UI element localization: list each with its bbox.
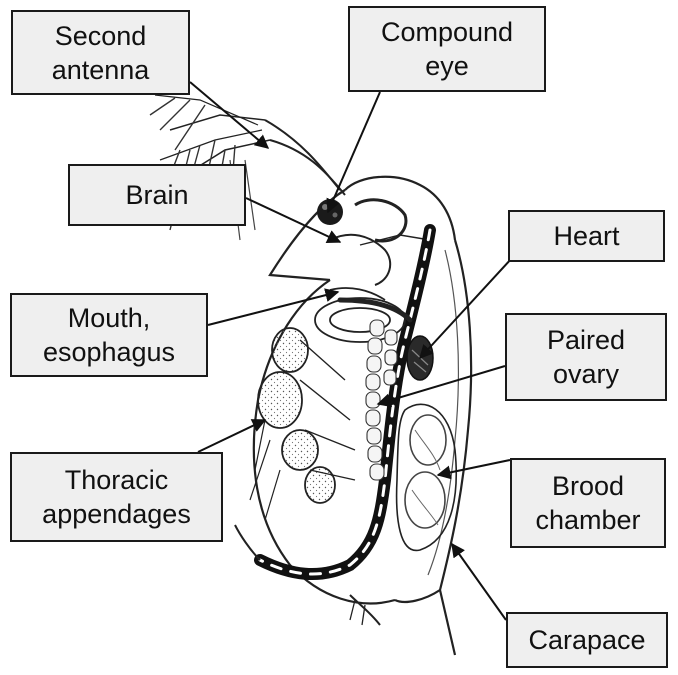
leader-compound-eye (328, 92, 380, 212)
label-brain: Brain (68, 164, 246, 226)
label-heart: Heart (508, 210, 665, 262)
leader-second-antenna (190, 82, 268, 148)
label-second-antenna: Second antenna (11, 10, 190, 95)
leader-carapace (452, 544, 506, 620)
label-thoracic-appendages: Thoracic appendages (10, 452, 223, 542)
label-mouth-esophagus: Mouth, esophagus (10, 293, 208, 377)
leader-heart (420, 258, 512, 358)
label-carapace: Carapace (506, 612, 668, 668)
leader-brood (438, 460, 510, 475)
leader-lines (190, 82, 512, 620)
leader-mouth (208, 292, 338, 325)
thoracic-appendages-drawing (250, 328, 355, 520)
label-compound-eye: Compound eye (348, 6, 546, 92)
label-paired-ovary: Paired ovary (505, 313, 667, 401)
label-brood-chamber: Brood chamber (510, 458, 666, 548)
brood-chamber-drawing (397, 404, 457, 550)
